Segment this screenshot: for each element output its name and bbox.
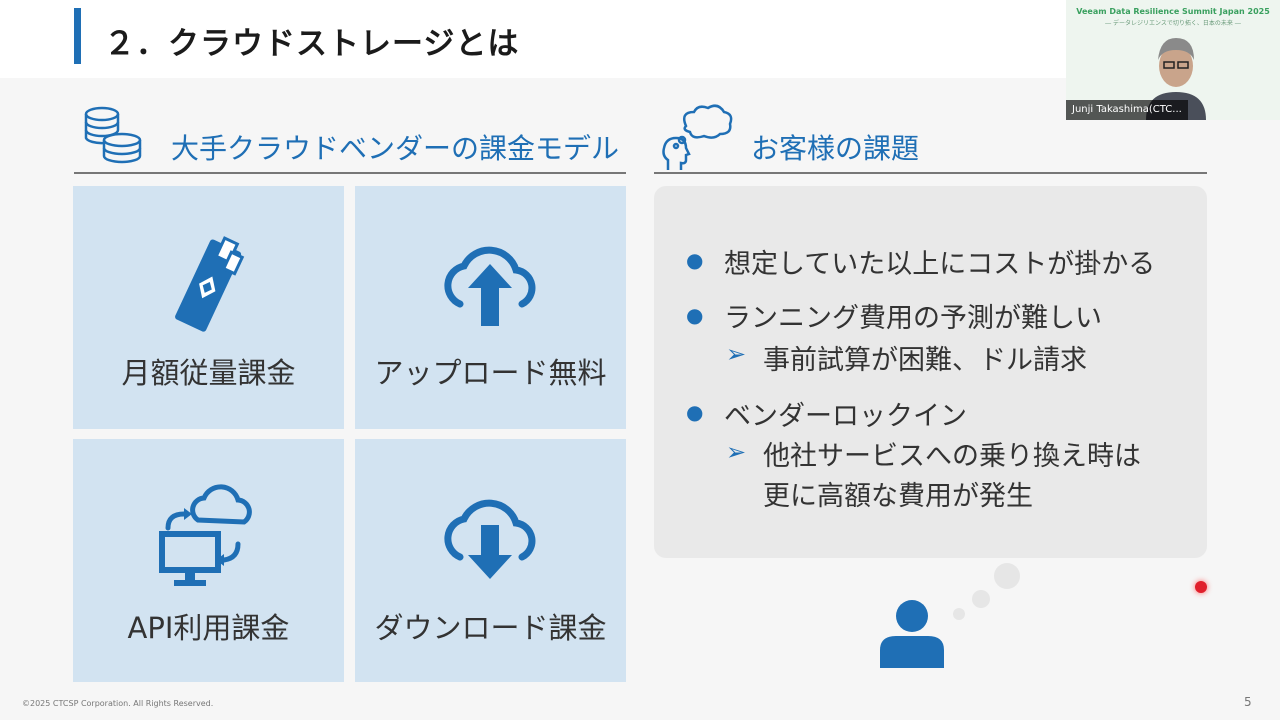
thought-bubble	[953, 608, 965, 620]
person-icon	[880, 600, 944, 668]
customer-issues-title: お客様の課題	[751, 132, 920, 165]
tile-label: API利用課金	[127, 611, 290, 645]
presenter-video-overlay: Veeam Data Resilience Summit Japan 2025 …	[1066, 0, 1280, 120]
thought-bubble	[972, 590, 990, 608]
event-title: Veeam Data Resilience Summit Japan 2025	[1076, 7, 1270, 16]
bullet-dot: ●	[686, 303, 704, 327]
cloud-upload-icon	[443, 246, 535, 326]
issue-item: 想定していた以上にコストが掛かる	[724, 249, 1156, 280]
billing-model-title: 大手クラウドベンダーの課金モデル	[171, 132, 620, 165]
billing-model-header: 大手クラウドベンダーの課金モデル	[74, 100, 626, 174]
coins-icon	[84, 106, 142, 164]
customer-issues-box: ● 想定していた以上にコストが掛かる ● ランニング費用の予測が難しい ➢ 事前…	[654, 186, 1207, 558]
issue-sub-item: 他社サービスへの乗り換え時は	[763, 441, 1141, 472]
tile-free-upload: アップロード無料	[355, 186, 626, 429]
arrow-bullet-icon: ➢	[726, 340, 747, 368]
thinking-head-icon	[662, 104, 733, 170]
tile-api-usage-billing: API利用課金	[73, 439, 344, 682]
cloud-sync-icon	[158, 484, 252, 586]
issue-item: ベンダーロックイン	[724, 401, 967, 432]
arrow-bullet-icon: ➢	[726, 438, 747, 466]
tile-download-billing: ダウンロード課金	[355, 439, 626, 682]
bullet-dot: ●	[686, 400, 704, 424]
slide-title: ２．クラウドストレージとは	[104, 26, 520, 62]
tile-label: 月額従量課金	[121, 356, 296, 390]
customer-issues-header: お客様の課題	[654, 100, 1207, 174]
event-subtitle: ― データレジリエンスで切り拓く、日本の未来 ―	[1105, 20, 1241, 27]
issue-sub-item: 更に高額な費用が発生	[763, 481, 1033, 512]
tile-label: ダウンロード課金	[374, 611, 607, 645]
bullet-dot: ●	[686, 248, 704, 272]
title-accent-bar	[74, 8, 81, 64]
copyright-footer: ©2025 CTCSP Corporation. All Rights Rese…	[22, 699, 214, 708]
laser-pointer-dot	[1195, 581, 1207, 593]
issue-item: ランニング費用の予測が難しい	[724, 303, 1102, 334]
thought-bubble	[994, 563, 1020, 589]
issue-sub-item: 事前試算が困難、ドル請求	[763, 345, 1087, 376]
presenter-name-label: Junji Takashima(CTC...	[1066, 100, 1188, 120]
page-number: 5	[1244, 695, 1252, 709]
ticket-icon	[174, 236, 244, 332]
tile-monthly-usage-billing: 月額従量課金	[73, 186, 344, 429]
tile-label: アップロード無料	[374, 356, 607, 390]
cloud-download-icon	[443, 499, 535, 579]
